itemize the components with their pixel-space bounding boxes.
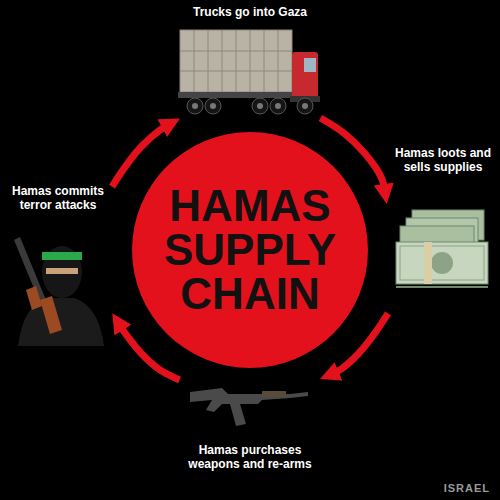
step-text: Hamas commits terror attacks: [10, 185, 106, 213]
truck-illustration-part-part: [257, 103, 263, 109]
truck-illustration-part-part: [264, 30, 265, 92]
step-node: Hamas loots and sells supplies: [388, 145, 498, 315]
truck-illustration-part-part: [302, 103, 308, 109]
truck-illustration-part: [187, 98, 313, 114]
truck-illustration-part-part: [187, 98, 203, 114]
truck-illustration-part-part: [270, 98, 286, 114]
truck-illustration-part-part: [210, 103, 216, 109]
gunman-illustration-part: [26, 286, 42, 310]
truck-illustration-part: [180, 30, 292, 92]
step-text: Trucks go into Gaza: [175, 6, 325, 20]
money-illustration: [396, 210, 488, 287]
step-node: Hamas commits terror attacks: [4, 183, 112, 348]
money-illustration-part: [424, 242, 432, 284]
truck-illustration-part: [292, 52, 318, 98]
title-text: HAMAS SUPPLY CHAIN: [145, 184, 355, 316]
truck-illustration: [178, 30, 320, 114]
truck-illustration-part: [192, 103, 308, 109]
center-circle: HAMAS SUPPLY CHAIN: [132, 132, 368, 368]
truck-illustration-part-part: [297, 98, 313, 114]
step-text: Hamas loots and sells supplies: [389, 147, 497, 175]
gunman-illustration-part: [40, 296, 62, 334]
rifle-illustration-part: [190, 388, 308, 426]
gunman-illustration-part: [46, 268, 78, 274]
money-illustration-part: [431, 252, 453, 274]
truck-illustration-part-part: [222, 30, 223, 92]
step-node: Hamas purchases weapons and re-arms: [175, 380, 325, 474]
money-illustration-part: [396, 242, 488, 284]
gunman-illustration: [14, 237, 104, 346]
truck-illustration-part-part: [250, 30, 251, 92]
truck-illustration-part-part: [180, 51, 292, 52]
truck-illustration-part-part: [275, 103, 281, 109]
truck-illustration-part-part: [205, 98, 221, 114]
truck-illustration-part-part: [180, 71, 292, 72]
truck-illustration-part-part: [236, 30, 237, 92]
money-illustration-part: [396, 286, 488, 288]
truck-illustration-part-part: [252, 98, 268, 114]
truck-illustration-part: [178, 92, 296, 98]
truck-illustration-part-part: [194, 30, 195, 92]
watermark: ISRAEL: [444, 482, 490, 494]
money-illustration-part: [400, 246, 484, 280]
rifle-illustration-part: [262, 391, 286, 397]
truck-illustration-part-part: [192, 103, 198, 109]
step-text: Hamas purchases weapons and re-arms: [177, 444, 323, 472]
step-node: Trucks go into Gaza: [175, 4, 325, 118]
rifle-illustration: [190, 388, 308, 426]
truck-illustration-part: [180, 30, 292, 92]
truck-illustration-part: [304, 58, 316, 72]
gunman-illustration-part: [42, 252, 82, 260]
gunman-illustration-part: [42, 246, 82, 298]
truck-illustration-part-part: [278, 30, 279, 92]
truck-illustration-part-part: [208, 30, 209, 92]
